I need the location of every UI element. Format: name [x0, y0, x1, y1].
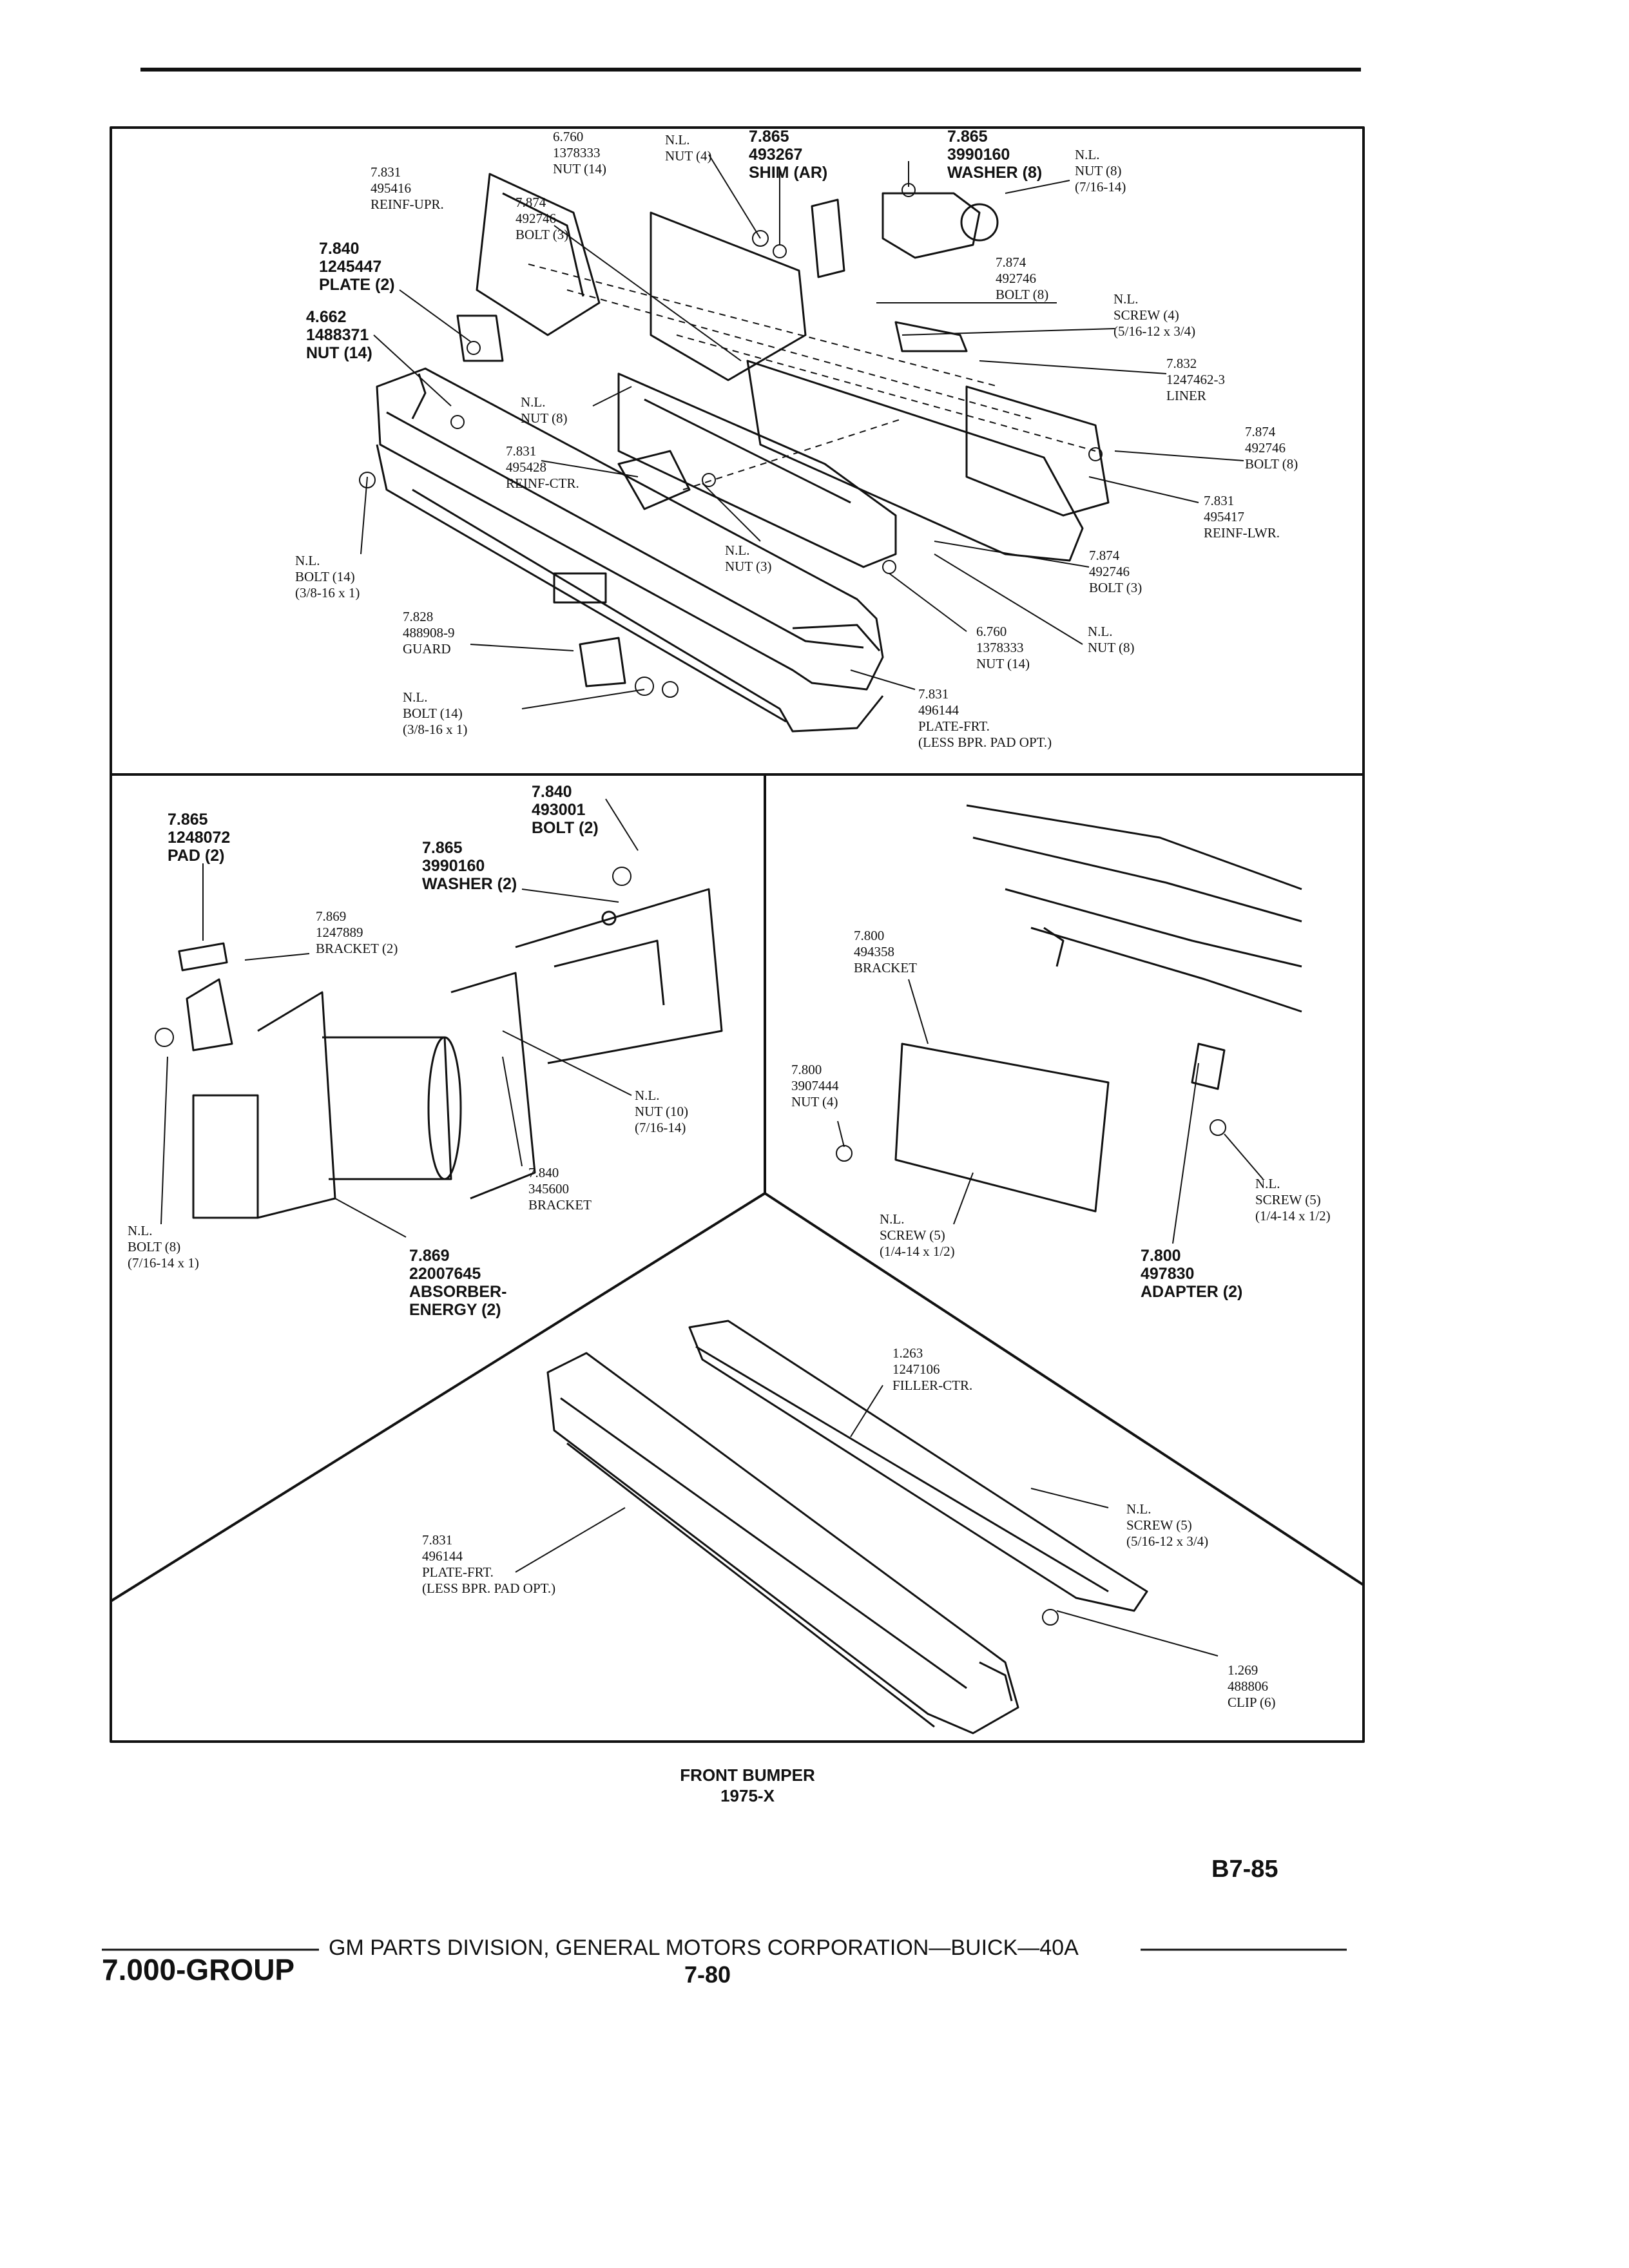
page-code: B7-85	[1211, 1856, 1278, 1883]
callout-p1-nl-nut4: N.L.NUT (4)	[665, 132, 712, 164]
callout-p1-screw4: N.L.SCREW (4)(5/16-12 x 3/4)	[1113, 291, 1196, 339]
diagram-frame	[110, 126, 1365, 1743]
panel4-filler-plate	[546, 1320, 1148, 1735]
panel2-energy-absorber	[178, 888, 723, 1219]
callout-p3-screw5-right: N.L.SCREW (5)(1/4-14 x 1/2)	[1255, 1176, 1331, 1224]
footer-group-label: 7.000-GROUP	[102, 1953, 295, 1986]
callout-p2-bolt8: N.L.BOLT (8)(7/16-14 x 1)	[128, 1223, 199, 1271]
diagram-caption-subtitle: 1975-X	[720, 1786, 775, 1805]
callout-p1-nl-nut8-low: N.L.NUT (8)	[1088, 624, 1135, 655]
callout-p3-screw5-low: N.L.SCREW (5)(1/4-14 x 1/2)	[880, 1211, 955, 1259]
leader-lines	[160, 154, 1264, 1657]
callout-p1-nl-nut8-mid: N.L.NUT (8)	[521, 394, 568, 426]
callout-p1-bolt14-left: N.L.BOLT (14)(3/8-16 x 1)	[295, 553, 360, 601]
panel3-license-bracket	[894, 804, 1302, 1213]
footer-page-number: 7-80	[684, 1961, 731, 1988]
panel-divider-diag-left	[110, 1192, 766, 1602]
fastener-symbols	[155, 183, 1226, 1626]
panel-divider-diag-right	[764, 1192, 1365, 1586]
callout-p1-bolt14-low: N.L.BOLT (14)(3/8-16 x 1)	[403, 689, 468, 737]
callout-p4-screw5: N.L.SCREW (5)(5/16-12 x 3/4)	[1126, 1501, 1209, 1549]
panel1-bumper-exploded	[376, 173, 1110, 733]
diagram-caption-title: FRONT BUMPER	[680, 1765, 815, 1785]
callout-p1-nl-nut8-top: N.L.NUT (8)(7/16-14)	[1075, 147, 1126, 195]
callout-p2-nut10: N.L.NUT (10)(7/16-14)	[635, 1088, 689, 1135]
callout-p1-nl-nut3: N.L.NUT (3)	[725, 543, 772, 574]
footer-corporation: GM PARTS DIVISION, GENERAL MOTORS CORPOR…	[329, 1936, 1079, 1960]
